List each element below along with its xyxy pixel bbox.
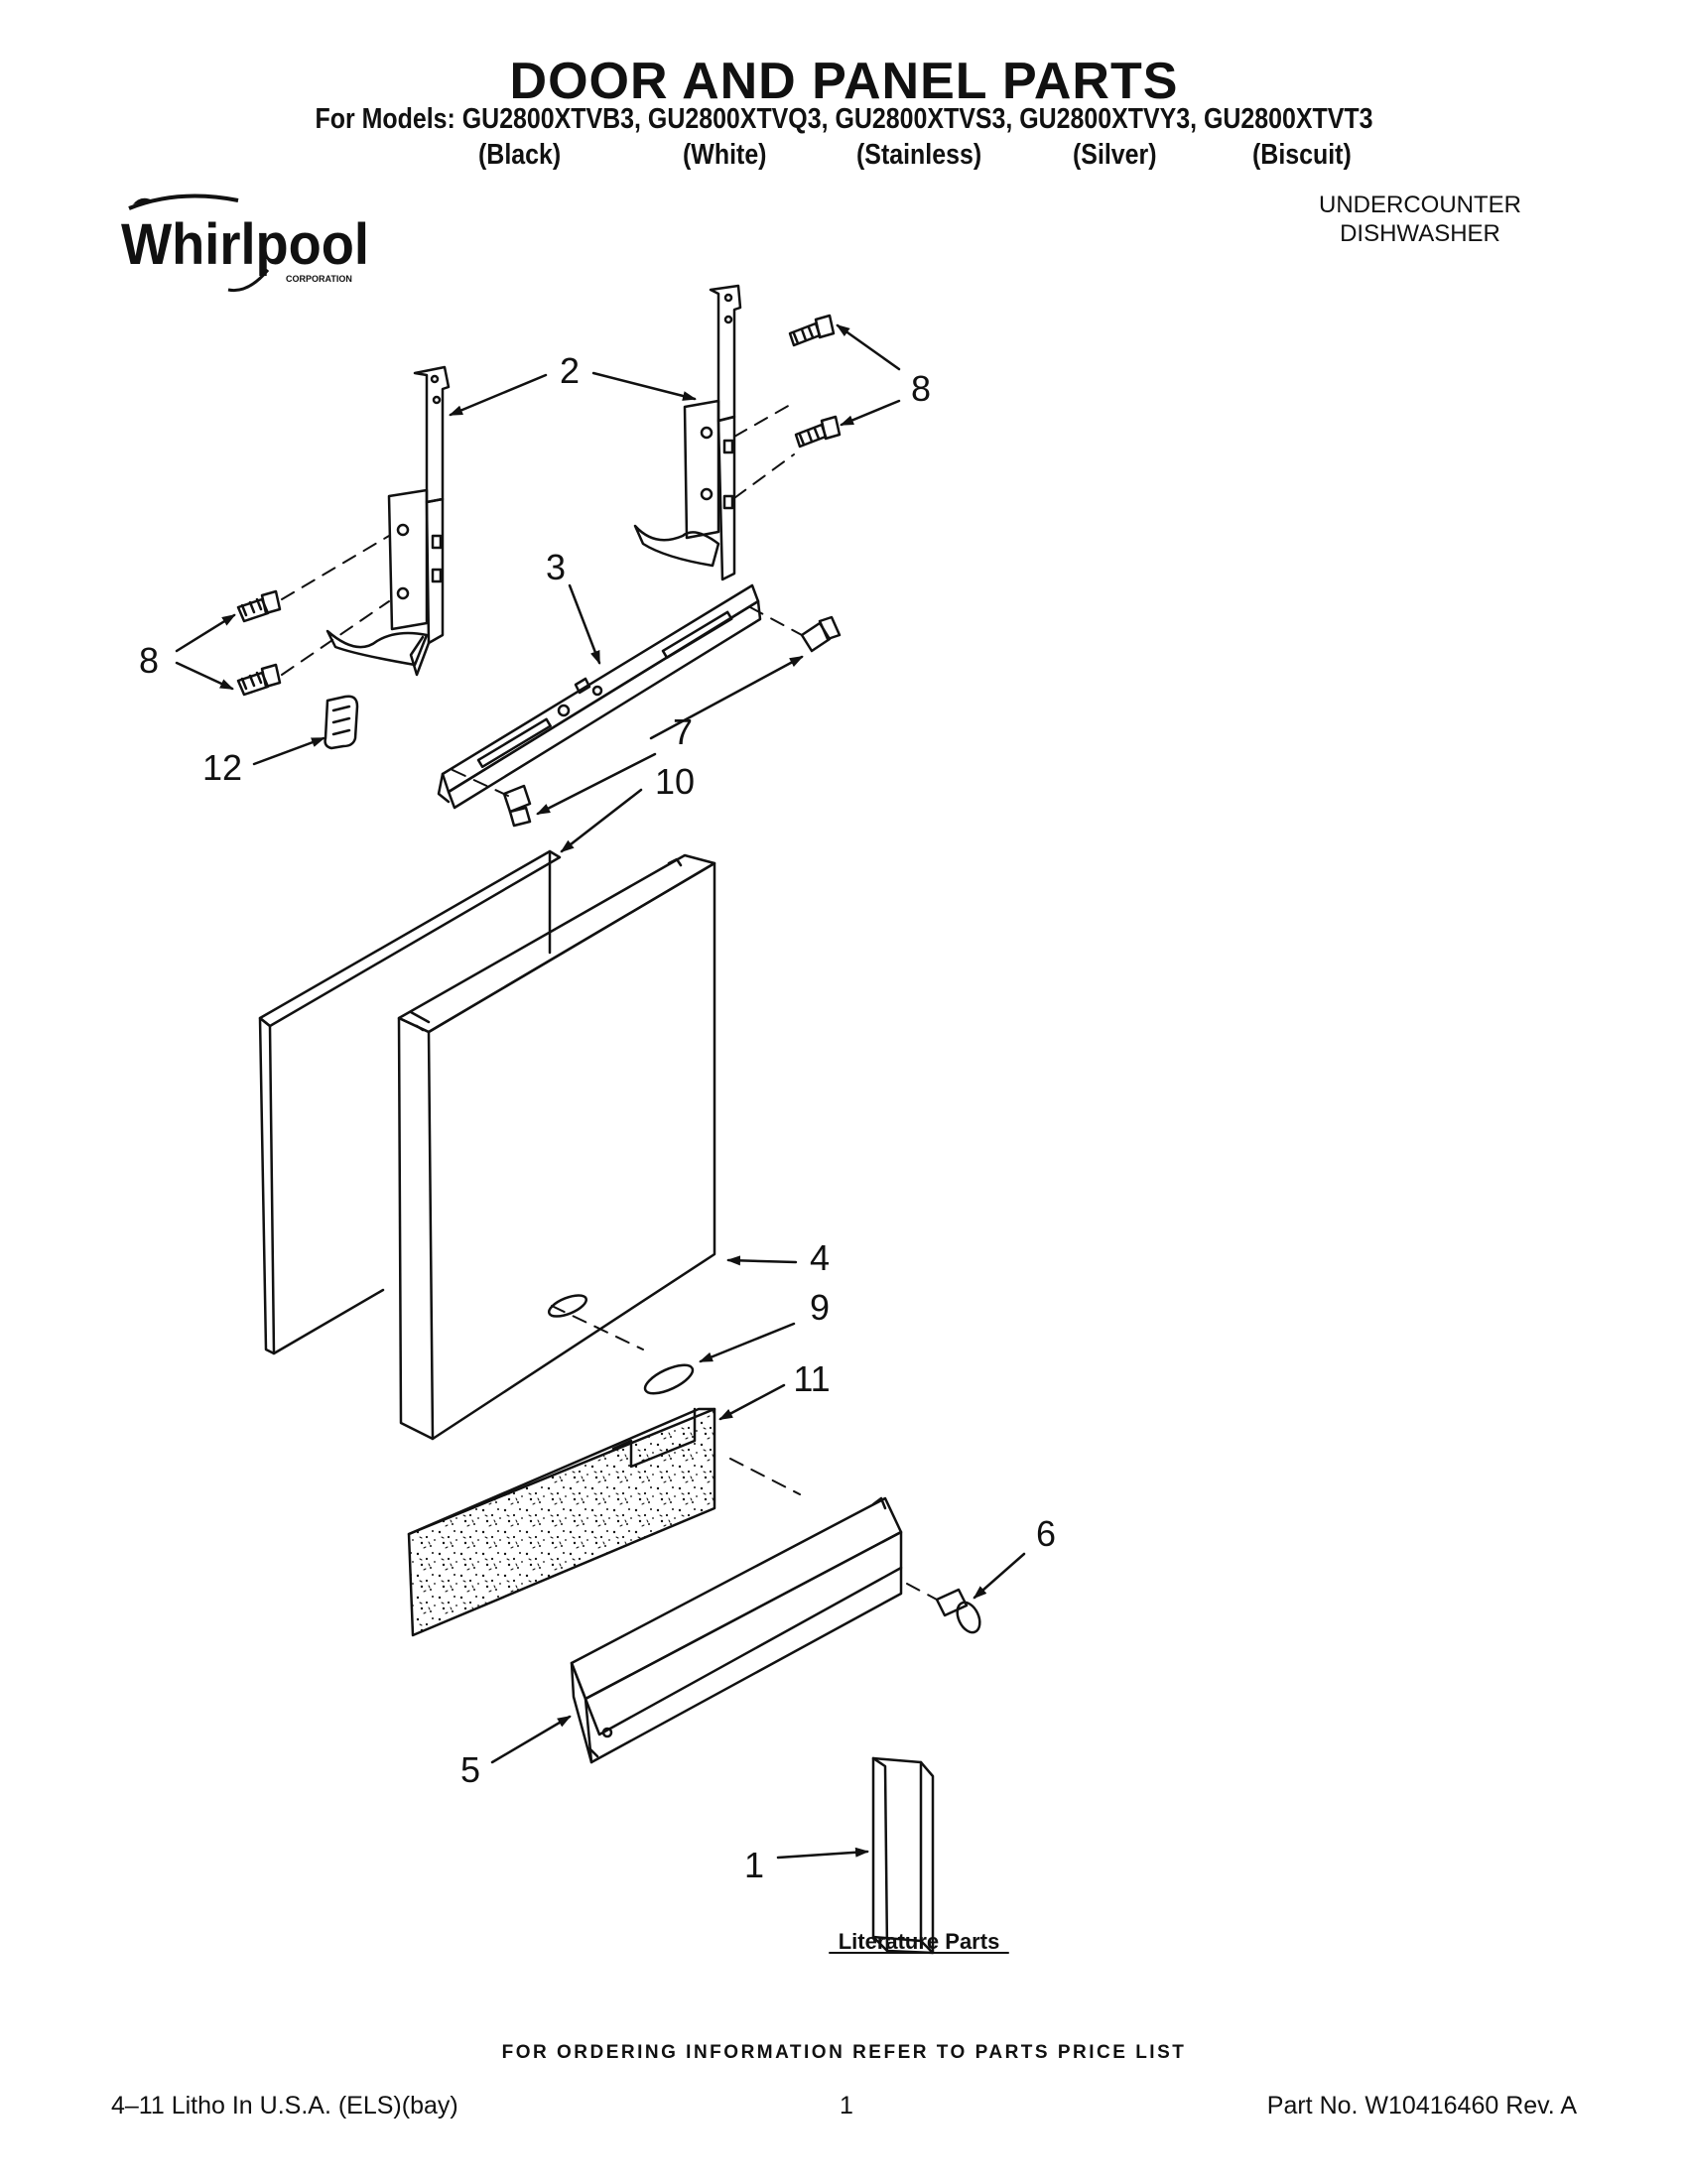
insulation-pad <box>407 1407 716 1637</box>
oval-plug <box>643 1363 695 1395</box>
door-clip <box>324 695 359 750</box>
callout-2: 2 <box>560 350 580 391</box>
callout-7: 7 <box>673 711 693 752</box>
callout-1: 1 <box>744 1845 764 1885</box>
screw-8-right-lower <box>794 415 842 449</box>
screw-8-right-upper <box>788 314 836 347</box>
category-line-1: UNDERCOUNTER <box>1319 192 1521 218</box>
logo-wordmark: Whirlpool <box>121 212 369 277</box>
variant-stainless: (Stainless) <box>856 139 982 171</box>
callout-12: 12 <box>202 747 242 788</box>
page-title: DOOR AND PANEL PARTS <box>509 53 1179 110</box>
callout-8-left: 8 <box>139 640 159 681</box>
callout-5: 5 <box>460 1749 480 1790</box>
whirlpool-logo: Whirlpool CORPORATION <box>121 193 369 293</box>
literature-booklet <box>871 1756 935 1955</box>
models-line: For Models: GU2800XTVB3, GU2800XTVQ3, GU… <box>315 103 1373 135</box>
toe-panel-screw <box>935 1588 981 1634</box>
page-number: 1 <box>840 2092 853 2120</box>
part-number: Part No. W10416460 Rev. A <box>1266 2092 1577 2120</box>
callout-10: 10 <box>655 761 695 802</box>
screw-7-left <box>502 784 532 828</box>
callout-8-right: 8 <box>911 368 931 409</box>
ordering-note: FOR ORDERING INFORMATION REFER TO PARTS … <box>501 2042 1187 2063</box>
inner-door-panel <box>397 853 716 1441</box>
leader-arrows <box>175 323 1026 1860</box>
litho-note: 4–11 Litho In U.S.A. (ELS)(bay) <box>111 2092 458 2120</box>
variant-white: (White) <box>683 139 767 171</box>
variant-black: (Black) <box>478 139 562 171</box>
outer-door-panel <box>258 849 562 1355</box>
screw-7-right <box>800 615 842 653</box>
variant-biscuit: (Biscuit) <box>1252 139 1352 171</box>
callout-3: 3 <box>546 547 566 587</box>
screw-8-left-upper <box>236 589 282 623</box>
category-line-2: DISHWASHER <box>1340 220 1500 247</box>
variant-silver: (Silver) <box>1073 139 1157 171</box>
callout-11: 11 <box>793 1358 830 1399</box>
mounting-bracket <box>437 583 762 810</box>
callout-6: 6 <box>1036 1513 1056 1554</box>
callout-4: 4 <box>810 1237 830 1278</box>
screw-8-left-lower <box>236 663 282 697</box>
hinge-bracket-right <box>633 284 742 581</box>
hinge-bracket-left <box>325 365 451 677</box>
callout-9: 9 <box>810 1287 830 1328</box>
literature-parts-label: Literature Parts <box>839 1929 1000 1954</box>
toe-panel <box>570 1496 903 1764</box>
alignment-lines <box>281 404 938 1601</box>
product-category: UNDERCOUNTER DISHWASHER <box>1271 191 1569 248</box>
logo-subtitle: CORPORATION <box>286 274 352 284</box>
